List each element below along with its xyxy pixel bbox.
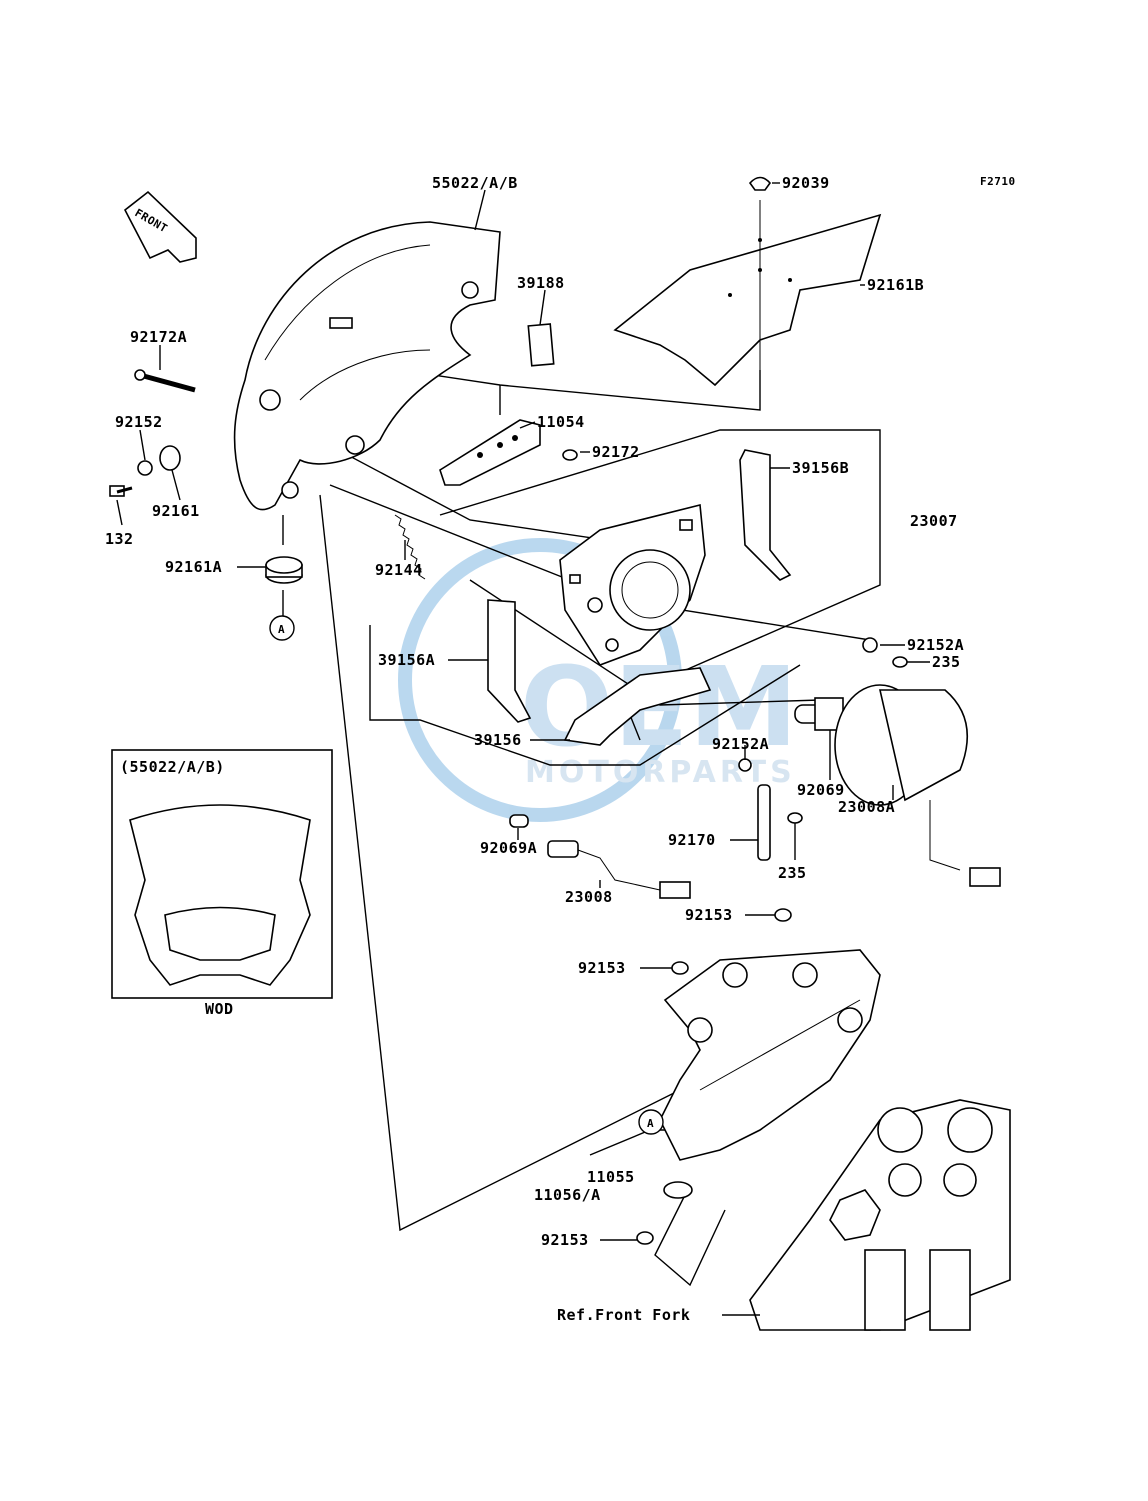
meter-cover — [613, 200, 882, 387]
label-23008: 23008 — [565, 888, 613, 906]
svg-text:A: A — [278, 623, 285, 636]
socket — [547, 840, 691, 899]
front-arrow-icon: FRONT — [123, 190, 197, 263]
bracket — [439, 419, 541, 486]
label-92152a-2: 92152A — [712, 735, 769, 753]
label-39156a: 39156A — [378, 651, 435, 669]
label-39156: 39156 — [474, 731, 522, 749]
label-92152: 92152 — [115, 413, 163, 431]
shim-39156 — [563, 667, 712, 746]
headlight-cowl — [233, 221, 501, 511]
label-92172: 92172 — [592, 443, 640, 461]
front-fork — [749, 1099, 1011, 1331]
label-92172a: 92172A — [130, 328, 187, 346]
inset-caption: WOD — [205, 1000, 234, 1018]
label-235-2: 235 — [778, 864, 807, 882]
grommet — [748, 176, 772, 191]
label-92153-2: 92153 — [578, 959, 626, 977]
label-39188: 39188 — [517, 274, 565, 292]
marker-a-bottom: A — [638, 1109, 664, 1135]
label-92153-1: 92153 — [685, 906, 733, 924]
socket-cap — [834, 684, 1001, 887]
label-11054: 11054 — [537, 413, 585, 431]
label-11056: 11056/A — [534, 1186, 601, 1204]
figure-code: F2710 — [980, 175, 1016, 188]
label-92152a-1: 92152A — [907, 636, 964, 654]
part-labels: 55022/A/B 92039 39188 92161B 92172A 1105… — [105, 174, 964, 1324]
label-92161b: 92161B — [867, 276, 924, 294]
label-leaders — [116, 182, 930, 1316]
fasteners — [109, 369, 908, 1245]
label-92153-3: 92153 — [541, 1231, 589, 1249]
watermark-logo: OEM — [520, 643, 798, 771]
label-92069a: 92069A — [480, 839, 537, 857]
marker-a-top: A — [269, 615, 295, 641]
label-patch — [527, 323, 555, 367]
label-92144: 92144 — [375, 561, 423, 579]
label-235-1: 235 — [932, 653, 961, 671]
headlight-stay — [659, 949, 881, 1199]
label-23008a: 23008A — [838, 798, 895, 816]
label-92069: 92069 — [797, 781, 845, 799]
label-92039: 92039 — [782, 174, 830, 192]
headlight-unit — [559, 503, 706, 666]
label-ref-front-fork: Ref.Front Fork — [557, 1306, 690, 1324]
shim-39156a — [487, 599, 532, 723]
label-11055: 11055 — [587, 1168, 635, 1186]
inset-label: (55022/A/B) — [120, 758, 225, 776]
label-92161: 92161 — [152, 502, 200, 520]
label-92161a: 92161A — [165, 558, 222, 576]
svg-text:A: A — [647, 1117, 654, 1130]
watermark-sub: MOTORPARTS — [525, 755, 796, 790]
label-132: 132 — [105, 530, 134, 548]
watermark: OEM MOTORPARTS — [398, 538, 798, 822]
label-92170: 92170 — [668, 831, 716, 849]
label-55022: 55022/A/B — [432, 174, 518, 192]
shim-39156b — [739, 449, 792, 581]
label-23007: 23007 — [910, 512, 958, 530]
label-39156b: 39156B — [792, 459, 849, 477]
clamp — [757, 784, 771, 861]
inset-box: (55022/A/B) WOD — [111, 749, 333, 1018]
